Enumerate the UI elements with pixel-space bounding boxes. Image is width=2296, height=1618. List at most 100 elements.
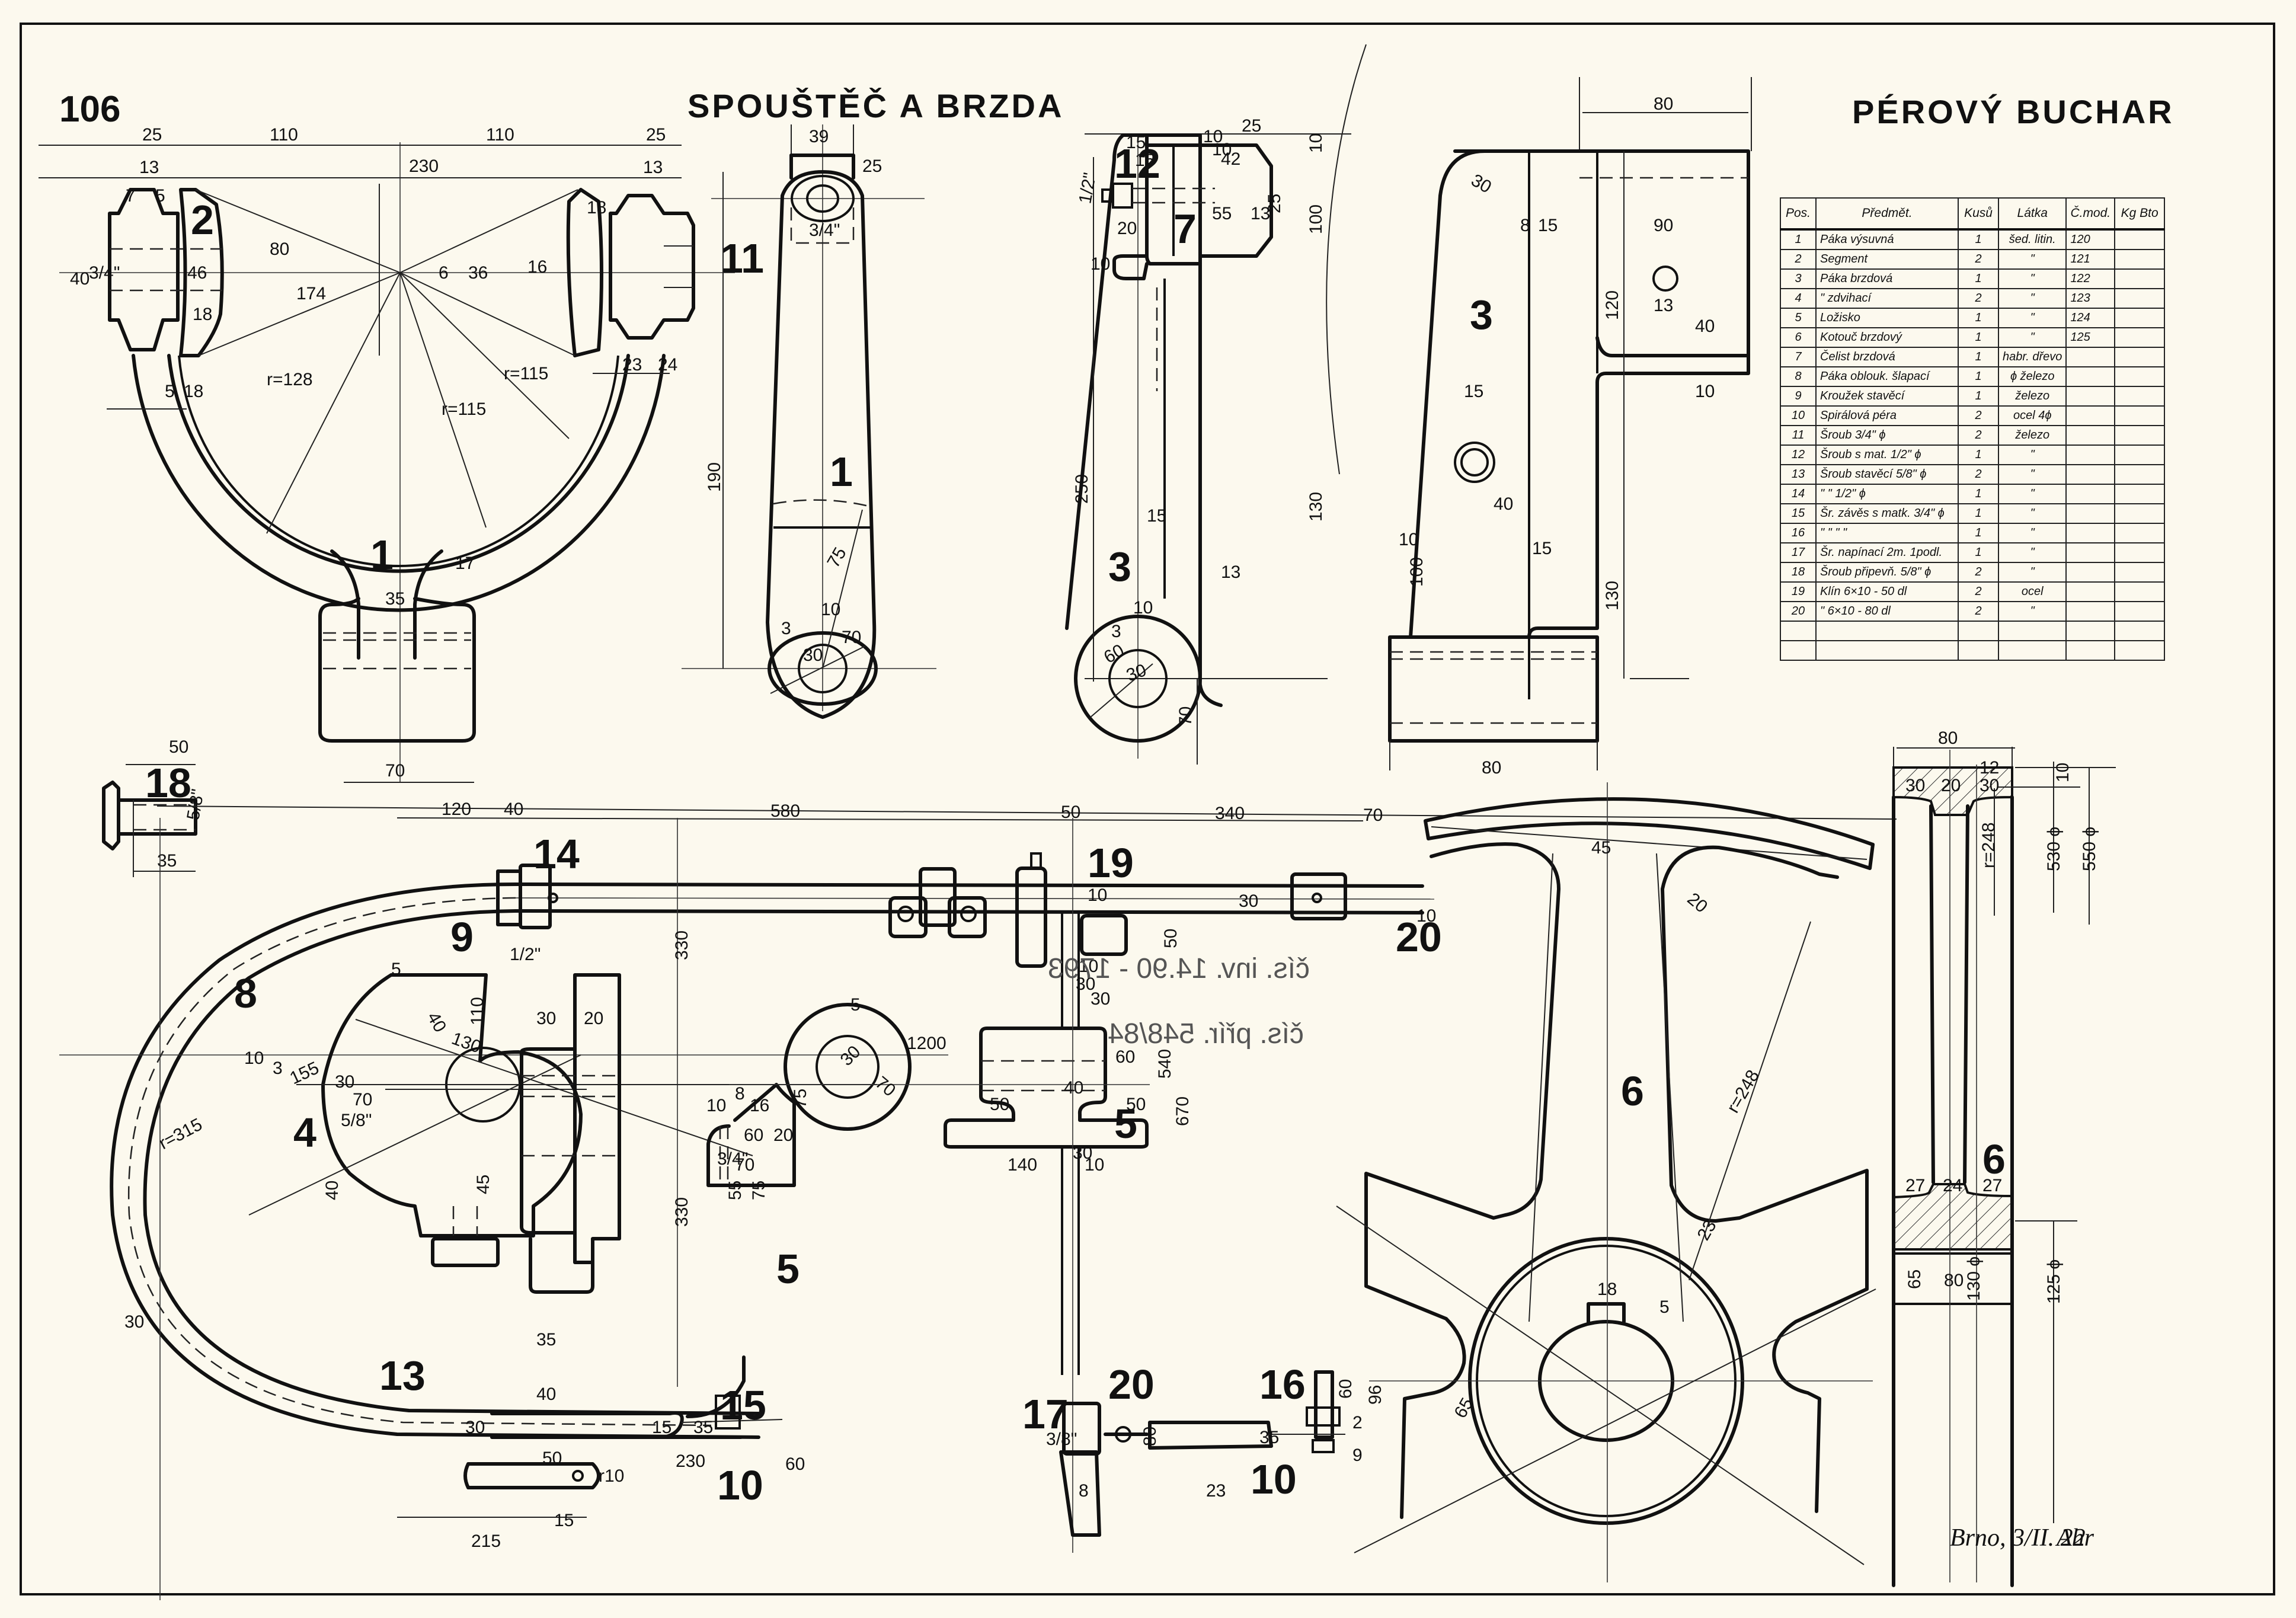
dim-label: 670 — [1173, 1096, 1192, 1126]
dim-label: 110 — [270, 125, 298, 145]
dim-label: 25 — [862, 156, 882, 176]
cell-model — [2065, 425, 2116, 446]
dim-label: 36 — [468, 263, 488, 283]
cell-material: ocel — [1997, 581, 2067, 602]
cell-model: 124 — [2065, 308, 2116, 328]
cell-pos: 1 — [1780, 229, 1817, 250]
cell-material: železo — [1997, 386, 2067, 407]
part-label-5-left: 5 — [776, 1246, 800, 1292]
view-spring-fittings: 3/8" 80 8 35 23 60 96 9 2 15 10 17 20 16… — [623, 1355, 1385, 1537]
dim-label: 120 — [442, 800, 471, 819]
dim-label: 27 — [1905, 1176, 1925, 1195]
cell-model — [2065, 405, 2116, 426]
dim-label: 65 — [1905, 1270, 1924, 1289]
dim-label: 30 — [1124, 660, 1149, 685]
cell-pos: 16 — [1780, 523, 1817, 543]
dim-label: r=128 — [267, 370, 313, 389]
cell-item: Šroub stavěcí 5/8" ϕ — [1815, 464, 1959, 485]
cell-model: 123 — [2065, 288, 2116, 309]
cell-item — [1815, 621, 1959, 641]
dim-label: 8 — [735, 1084, 745, 1104]
cell-material: " — [1997, 288, 2067, 309]
cell-model — [2065, 503, 2116, 524]
cell-kg — [2114, 268, 2166, 289]
dim-label: 15 — [554, 1511, 574, 1530]
dim-label: 16 — [527, 257, 547, 277]
dim-label: 3 — [1111, 622, 1121, 641]
parts-list-table: Pos. Předmět. Kusů Látka Č.mod. Kg Bto 1… — [1780, 197, 2166, 661]
part-label-1: 1 — [370, 532, 394, 578]
dim-label: 30 — [1980, 776, 1999, 795]
view-brake-wheel-6: 45 20 r=248 23 18 5 65 6 — [1336, 782, 1876, 1582]
cell-material: " — [1997, 601, 2067, 622]
dim-label: 130 — [1306, 492, 1326, 522]
cell-kg — [2114, 366, 2166, 387]
cell-pos: 14 — [1780, 484, 1817, 504]
cell-qty: 1 — [1958, 268, 1999, 289]
dim-label: 50 — [1061, 802, 1080, 822]
dim-label: r=248 — [1979, 822, 1998, 868]
dim-label: 13 — [1251, 204, 1270, 223]
cell-pos: 20 — [1780, 601, 1817, 622]
cell-qty: 2 — [1958, 464, 1999, 485]
dim-label: 540 — [1155, 1049, 1175, 1079]
cell-material: " — [1997, 268, 2067, 289]
cell-pos: 7 — [1780, 347, 1817, 367]
cell-model — [2065, 601, 2116, 622]
dim-label: 8 — [1079, 1481, 1089, 1501]
sheet-title-right: PÉROVÝ BUCHAR — [1852, 93, 2175, 130]
part-label-14: 14 — [533, 831, 580, 877]
dim-label: 190 — [705, 462, 724, 492]
cell-item: Šr. závěs s matk. 3/4" ϕ — [1815, 503, 1959, 524]
dim-label: 3/4" — [717, 1149, 748, 1169]
cell-item: Ložisko — [1815, 308, 1959, 328]
signature-initials: Ahr — [2055, 1524, 2094, 1552]
dim-label: 20 — [1117, 219, 1137, 238]
dim-label: 10 — [706, 1096, 726, 1115]
dim-label: 15 — [652, 1418, 671, 1437]
cell-qty: 1 — [1958, 308, 1999, 328]
dim-label: 60 — [1336, 1379, 1355, 1399]
cell-model — [2065, 386, 2116, 407]
dim-label: 10 — [1088, 885, 1107, 905]
dim-label: 5 — [391, 960, 401, 979]
dim-label: 530 ϕ — [2044, 827, 2064, 871]
dim-label: 3 — [781, 619, 791, 638]
dim-label: 5 — [1659, 1297, 1670, 1317]
cell-qty: 1 — [1958, 445, 1999, 465]
part-label-8: 8 — [234, 970, 257, 1016]
dim-label: 20 — [1941, 776, 1961, 795]
cell-kg — [2114, 601, 2166, 622]
cell-model — [2065, 347, 2116, 367]
cell-pos: 8 — [1780, 366, 1817, 387]
part-label-6-front: 6 — [1621, 1068, 1644, 1114]
cell-item: Kotouč brzdový — [1815, 327, 1959, 348]
dim-label: 12 — [1980, 758, 1999, 778]
dim-label: 10 — [1212, 140, 1232, 159]
part-label-9: 9 — [450, 914, 474, 960]
dim-label: 24 — [658, 355, 677, 375]
cell-qty: 1 — [1958, 503, 1999, 524]
part-label-3-front: 3 — [1470, 292, 1493, 338]
mirrored-note-inventory: čís. inv. 14.90 - 1793 — [1048, 953, 1310, 984]
sheet-title-left: SPOUŠTĚČ A BRZDA — [687, 87, 1064, 124]
dim-label: 40 — [1695, 316, 1715, 336]
dim-label: 50 — [542, 1448, 562, 1468]
dim-label: 30 — [465, 1418, 485, 1437]
dim-label: 10 — [1091, 254, 1110, 274]
cell-pos: 3 — [1780, 268, 1817, 289]
cell-qty: 2 — [1958, 405, 1999, 426]
dim-label: 80 — [1654, 94, 1673, 114]
cell-kg — [2114, 484, 2166, 504]
cell-item: Páka výsuvná — [1815, 229, 1959, 250]
cell-qty: 1 — [1958, 386, 1999, 407]
dim-label: 3/8" — [1046, 1430, 1077, 1449]
dim-label: 25 — [1265, 194, 1284, 213]
